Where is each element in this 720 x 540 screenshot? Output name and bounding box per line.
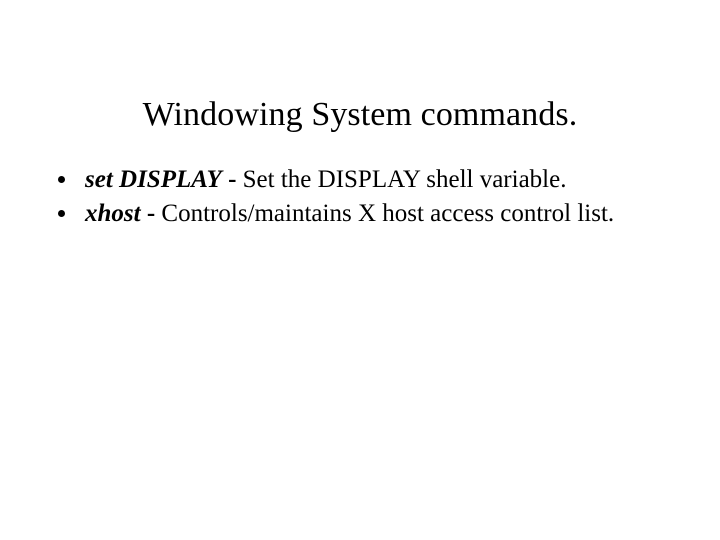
command-description-set-display: Set the DISPLAY shell variable.	[242, 166, 567, 193]
bullet-dot-icon	[58, 176, 65, 183]
bullet-dot-icon	[58, 210, 65, 217]
bullet-list: set DISPLAY - Set the DISPLAY shell vari…	[52, 163, 654, 231]
page-title: Windowing System commands.	[142, 95, 578, 133]
list-item-text: xhost - Controls/maintains X host access…	[85, 197, 654, 231]
list-item-text: set DISPLAY - Set the DISPLAY shell vari…	[85, 163, 654, 197]
separator-dash-glyph: -	[146, 200, 156, 227]
command-description-xhost: Controls/maintains X host access control…	[161, 200, 615, 227]
command-name-xhost: xhost	[85, 200, 141, 227]
list-item: xhost - Controls/maintains X host access…	[52, 197, 654, 231]
separator-dash-glyph: -	[228, 166, 237, 193]
list-item: set DISPLAY - Set the DISPLAY shell vari…	[52, 163, 654, 197]
command-name-set-display: set DISPLAY	[85, 166, 222, 193]
